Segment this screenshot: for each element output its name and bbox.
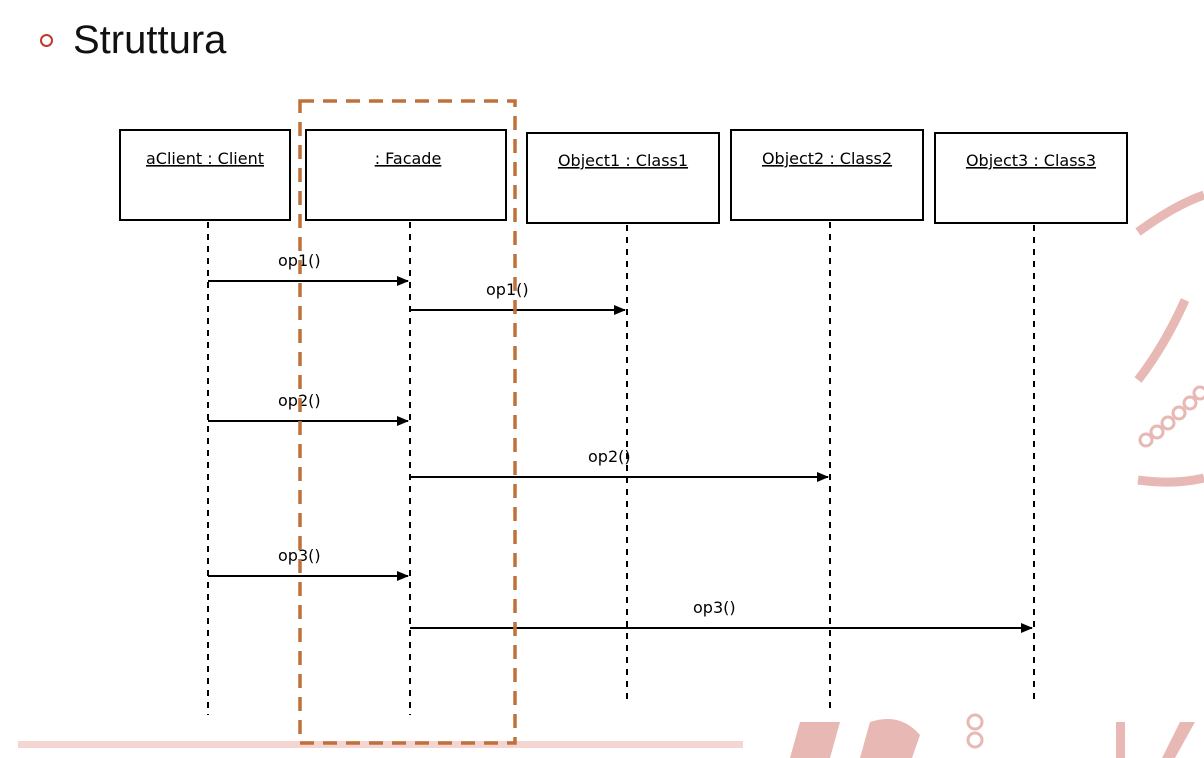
slide-heading: Struttura — [73, 18, 227, 62]
participant-object1: Object1 : Class1 — [526, 132, 720, 224]
participant-object2: Object2 : Class2 — [730, 129, 924, 221]
participant-client: aClient : Client — [119, 129, 291, 221]
message-label: op3() — [693, 598, 736, 617]
participant-label: aClient : Client — [146, 149, 264, 168]
circle-bullet-icon — [40, 34, 53, 47]
message-label: op1() — [486, 280, 529, 299]
participant-facade: : Facade — [305, 129, 507, 221]
facade-highlight-box — [298, 99, 517, 745]
message-label: op2() — [588, 447, 631, 466]
participant-label: Object3 : Class3 — [966, 151, 1096, 170]
participant-label: Object1 : Class1 — [558, 151, 688, 170]
participant-object3: Object3 : Class3 — [934, 132, 1128, 224]
participant-label: : Facade — [375, 149, 442, 168]
bullet-item: Struttura — [40, 18, 226, 63]
participant-label: Object2 : Class2 — [762, 149, 892, 168]
message-label: op3() — [278, 546, 321, 565]
